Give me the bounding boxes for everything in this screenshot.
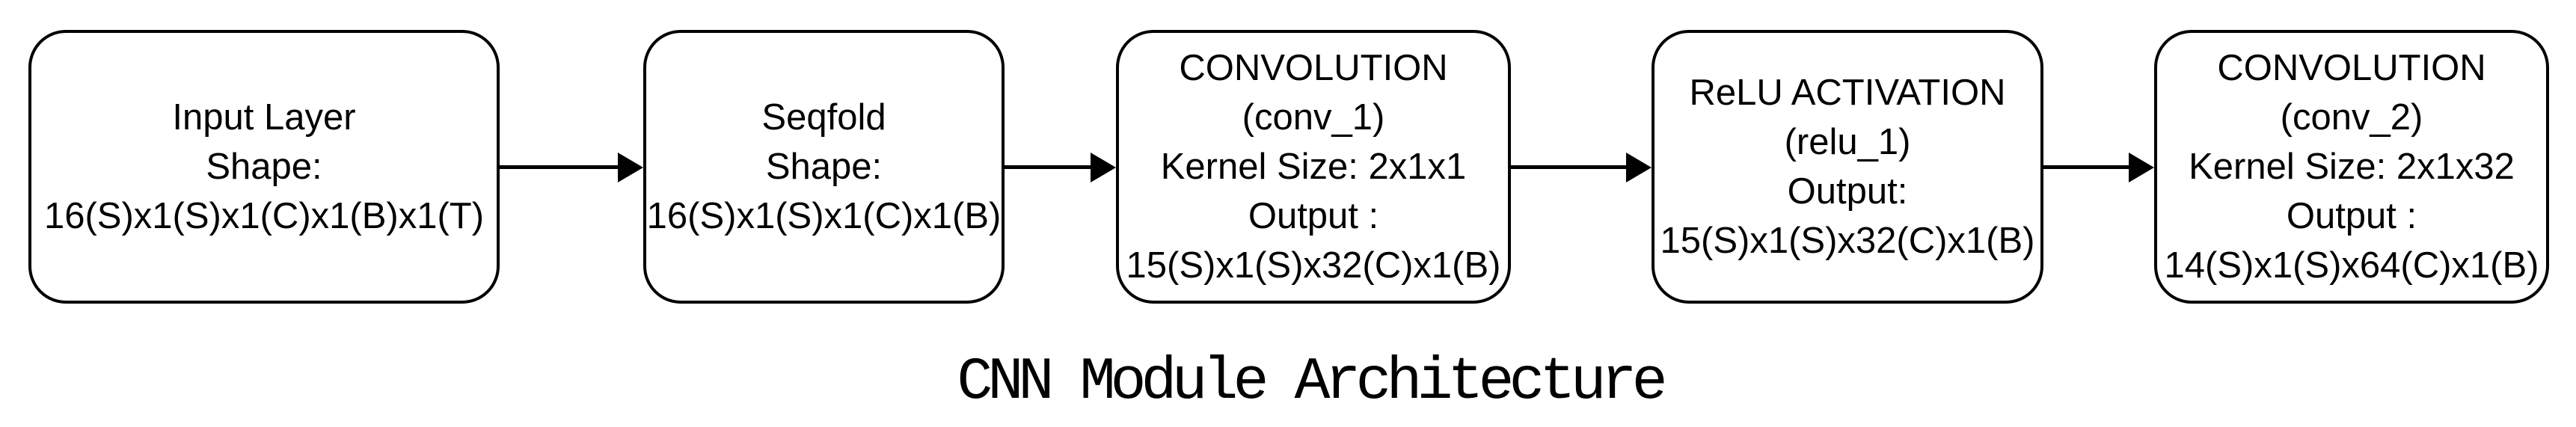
arrow-conv1-to-relu1	[1511, 153, 1652, 182]
node-output-value: 15(S)x1(S)x32(C)x1(B)	[1126, 245, 1501, 286]
node-subtitle: (conv_2)	[2280, 97, 2423, 138]
node-kernel-size: Kernel Size: 2x1x1	[1160, 147, 1467, 187]
arrow-shaft	[2043, 165, 2135, 169]
node-output-label: Output:	[1787, 171, 1908, 212]
node-output-label: Output :	[1248, 196, 1379, 236]
arrowhead-icon	[618, 153, 643, 182]
node-output-value: 14(S)x1(S)x64(C)x1(B)	[2164, 245, 2539, 286]
arrow-seqfold-to-conv1	[1005, 153, 1116, 182]
node-subtitle: (relu_1)	[1784, 122, 1911, 162]
node-conv-2: CONVOLUTION (conv_2) Kernel Size: 2x1x32…	[2154, 30, 2549, 304]
node-title: Seqfold	[761, 97, 886, 138]
node-relu-1: ReLU ACTIVATION (relu_1) Output: 15(S)x1…	[1652, 30, 2043, 304]
node-conv-1: CONVOLUTION (conv_1) Kernel Size: 2x1x1 …	[1116, 30, 1511, 304]
arrow-input-to-seqfold	[500, 153, 643, 182]
node-output-value: 15(S)x1(S)x32(C)x1(B)	[1660, 221, 2035, 261]
node-output-label: Output :	[2286, 196, 2417, 236]
node-title: CONVOLUTION	[1179, 48, 1448, 88]
arrowhead-icon	[1091, 153, 1116, 182]
arrow-shaft	[1005, 165, 1097, 169]
node-seqfold: Seqfold Shape: 16(S)x1(S)x1(C)x1(B)	[643, 30, 1005, 304]
node-shape-value: 16(S)x1(S)x1(C)x1(B)x1(T)	[43, 196, 485, 236]
arrowhead-icon	[2129, 153, 2154, 182]
node-title: CONVOLUTION	[2217, 48, 2486, 88]
node-subtitle: (conv_1)	[1242, 97, 1385, 138]
node-input-layer: Input Layer Shape: 16(S)x1(S)x1(C)x1(B)x…	[28, 30, 500, 304]
node-kernel-size: Kernel Size: 2x1x32	[2189, 147, 2515, 187]
arrow-shaft	[500, 165, 624, 169]
node-shape-value: 16(S)x1(S)x1(C)x1(B)	[646, 196, 1002, 236]
arrow-relu1-to-conv2	[2043, 153, 2154, 182]
arrowhead-icon	[1626, 153, 1652, 182]
node-shape-label: Shape:	[765, 147, 883, 187]
node-title: ReLU ACTIVATION	[1689, 73, 2006, 113]
arrow-shaft	[1511, 165, 1632, 169]
node-title: Input Layer	[172, 97, 356, 138]
diagram-title: CNN Module Architecture	[957, 348, 1667, 417]
node-shape-label: Shape:	[206, 147, 322, 187]
